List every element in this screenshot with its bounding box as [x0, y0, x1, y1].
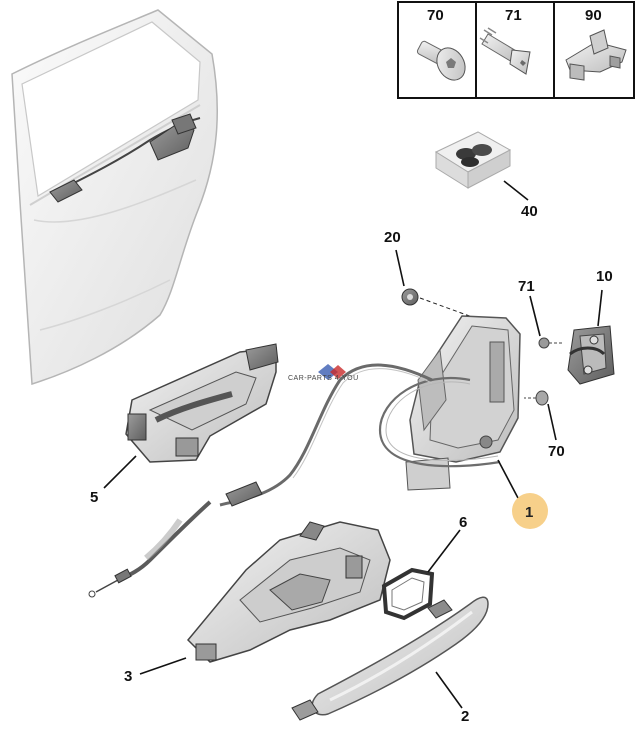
callout-6: 6 — [459, 514, 467, 531]
watermark-text: CAR-PARTS 4-YOU — [288, 375, 359, 382]
repair-kit-box — [434, 131, 512, 189]
leader-lines — [103, 180, 603, 709]
fixing-screw-part — [524, 390, 549, 406]
callout-1: 1 — [525, 504, 533, 521]
callout-20: 20 — [384, 229, 401, 246]
inset-part-number-90: 90 — [585, 7, 602, 24]
screw-flat-head-icon — [416, 40, 466, 81]
brand-watermark: CAR-PARTS 4-YOU — [288, 364, 359, 382]
handle-support-bracket — [186, 521, 391, 663]
callout-40: 40 — [521, 203, 538, 220]
handle-gasket-part — [381, 567, 435, 621]
release-cable — [88, 363, 433, 598]
outer-door-handle — [291, 596, 489, 721]
callout-71: 71 — [518, 278, 535, 295]
callout-70: 70 — [548, 443, 565, 460]
callout-10: 10 — [596, 268, 613, 285]
rear-door-silhouette — [11, 9, 218, 386]
callout-highlight-circle — [512, 493, 548, 529]
striker-screw-part — [538, 337, 562, 349]
striker-plate-part — [567, 325, 615, 385]
inset-part-number-70: 70 — [427, 7, 444, 24]
screw-cone-head-icon — [479, 27, 531, 75]
callout-5: 5 — [90, 489, 98, 506]
callouts: 1 2 3 5 6 10 20 40 70 71 — [90, 203, 613, 725]
bracket-clip-icon — [565, 29, 627, 81]
inset-part-number-71: 71 — [505, 7, 522, 24]
inset-parts-box: 70 71 90 — [397, 1, 635, 99]
callout-3: 3 — [124, 668, 132, 685]
callout-2: 2 — [461, 708, 469, 725]
inner-door-handle — [125, 343, 279, 463]
door-lock-actuator — [378, 315, 521, 491]
